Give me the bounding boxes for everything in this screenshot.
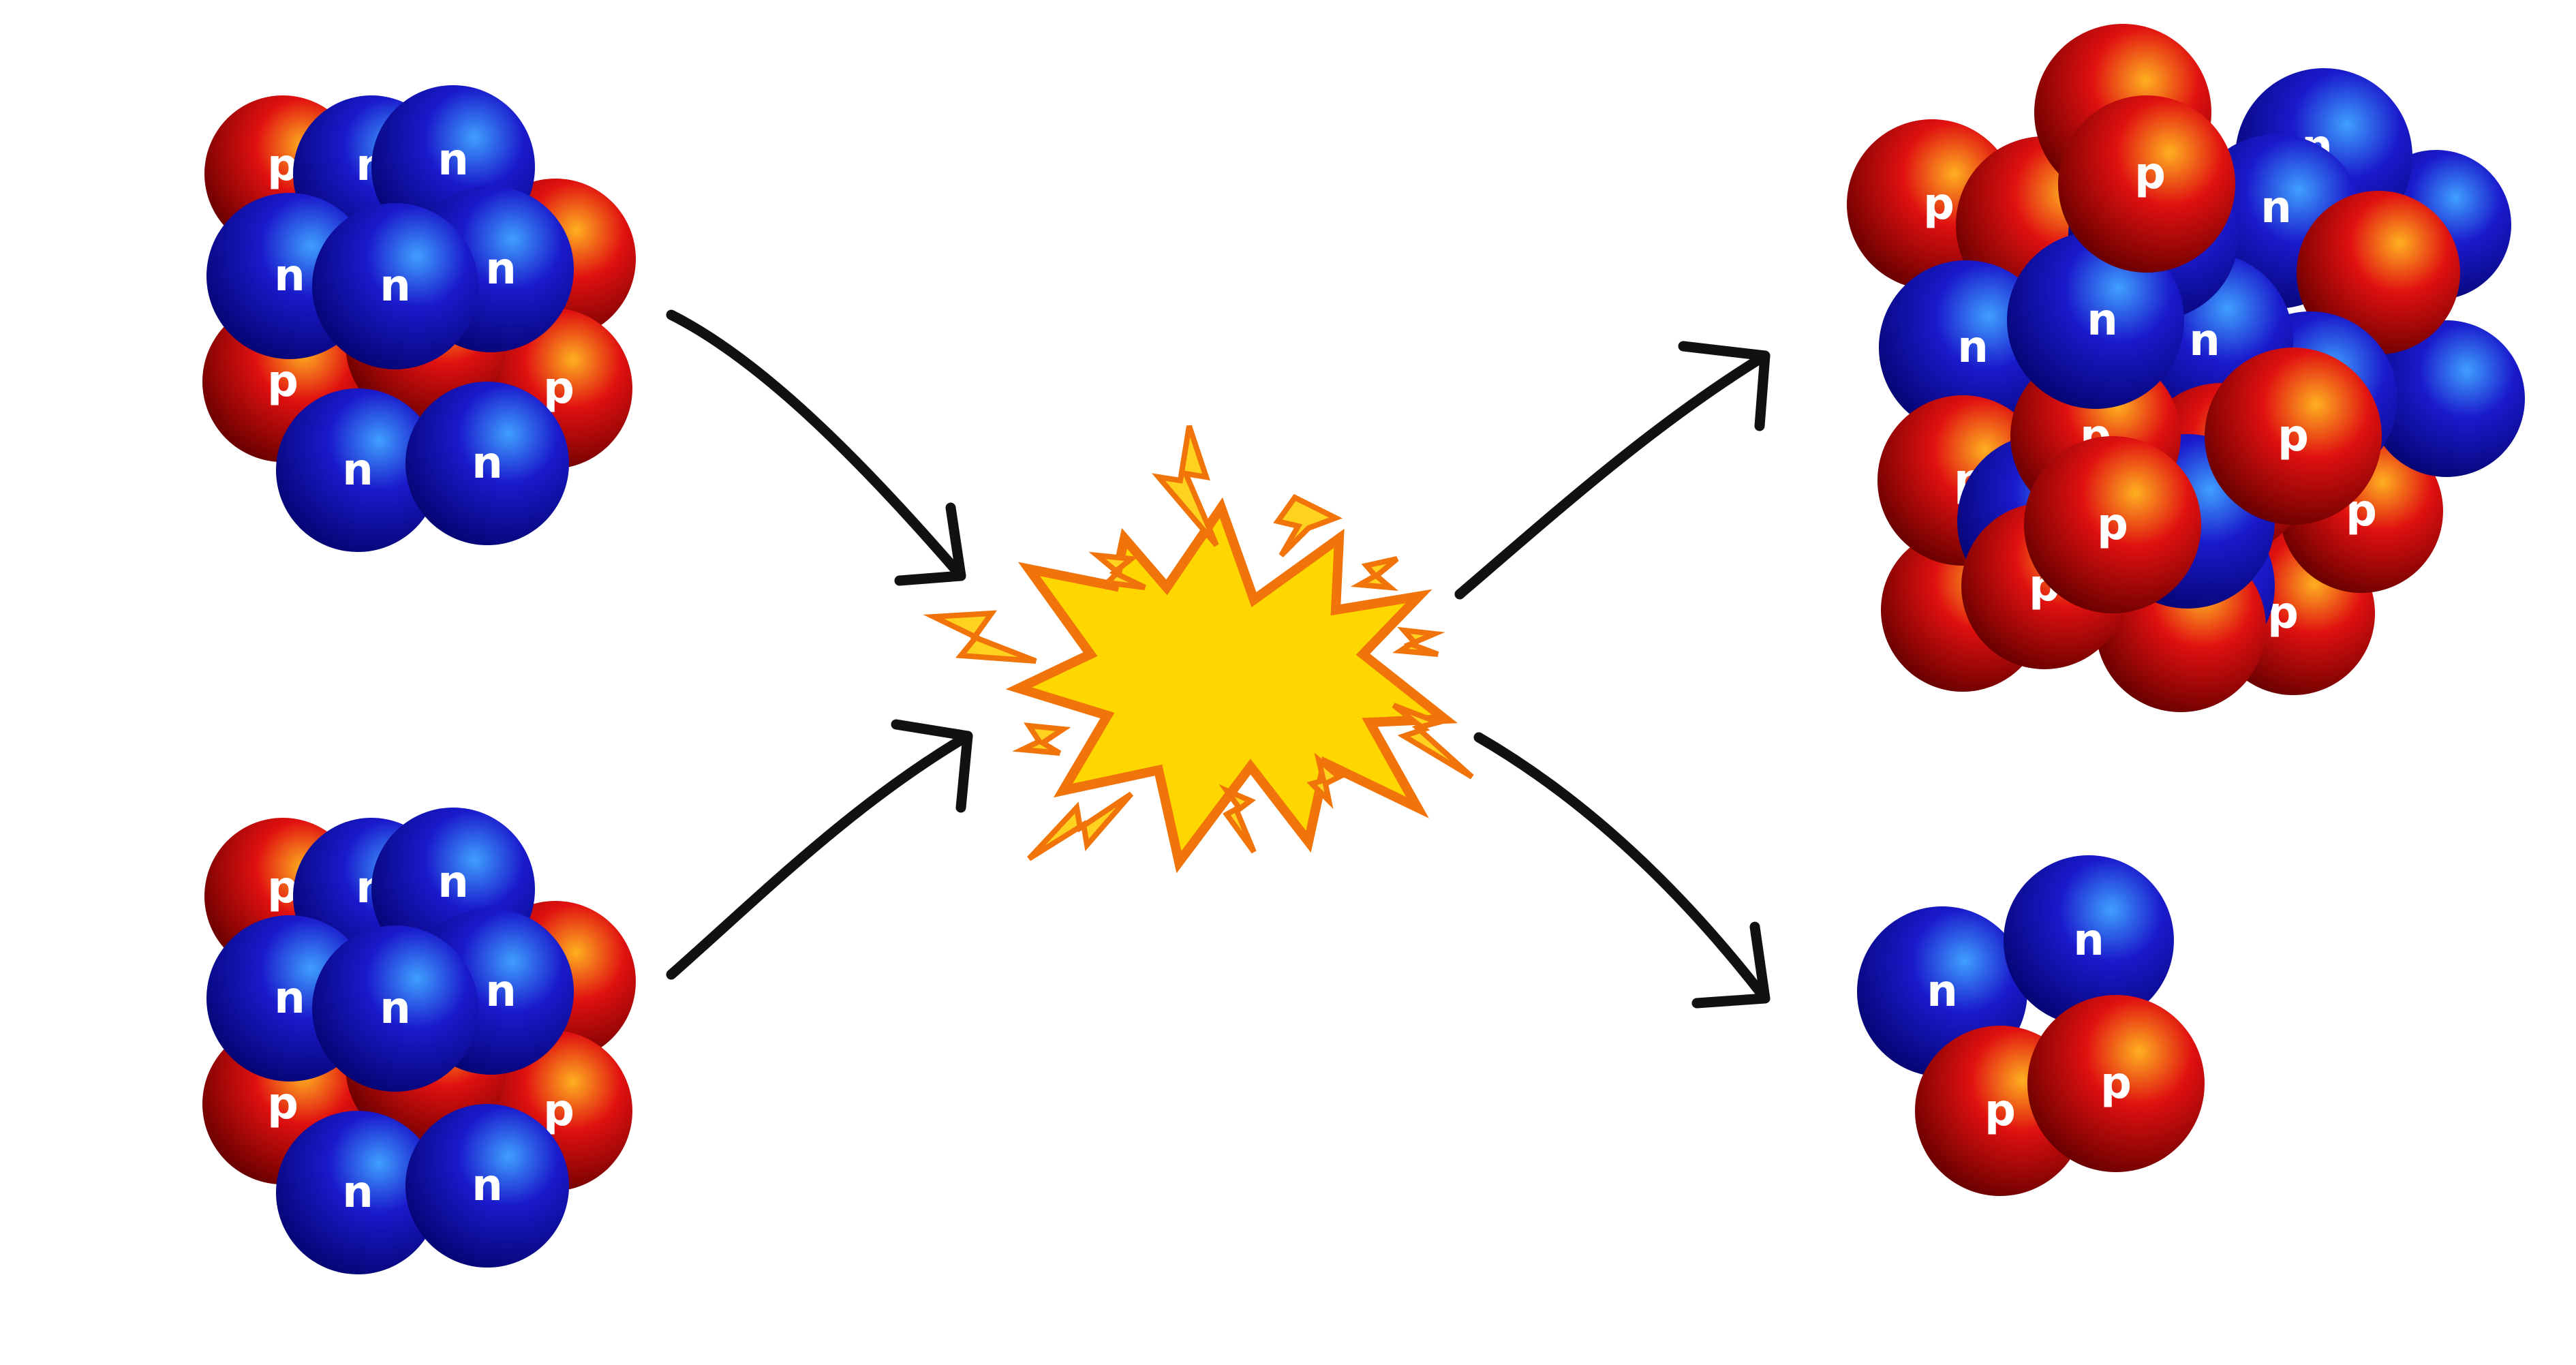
proton-label: p <box>2097 500 2128 550</box>
spark-bottom-left <box>1027 791 1134 861</box>
proton-label: p <box>2100 1058 2132 1109</box>
proton-label: p <box>543 1086 574 1136</box>
spark-left-small <box>1012 722 1071 756</box>
neutron-ball <box>312 203 478 369</box>
neutron-label: n <box>438 857 469 908</box>
neutron-label: n <box>1927 966 1958 1017</box>
neutron-label: n <box>2087 295 2118 346</box>
neutron-ball <box>405 382 569 545</box>
proton-ball <box>2027 995 2205 1172</box>
neutron-ball <box>2007 232 2184 409</box>
neutron-label: n <box>380 983 411 1034</box>
spark-lower-right <box>1392 703 1474 780</box>
proton-label: p <box>267 140 298 191</box>
spark-left <box>923 610 1037 664</box>
neutron-label: n <box>342 1167 373 1218</box>
proton-label: p <box>267 1079 298 1129</box>
neutron-label: n <box>1957 322 1989 373</box>
proton-label: p <box>267 356 298 407</box>
proton-ball <box>2297 191 2460 354</box>
neutron-label: n <box>485 966 517 1017</box>
neutron-label: n <box>2073 915 2104 966</box>
arrow-bottom-left-to-burst <box>666 719 973 980</box>
neutron-label: n <box>274 973 305 1024</box>
arrow-burst-to-large-nucleus <box>1454 341 1770 600</box>
neutron-label: n <box>342 445 373 495</box>
neutron-label: n <box>472 1161 503 1211</box>
proton-label: p <box>2134 149 2166 199</box>
arrows <box>666 309 1770 1009</box>
neutron-label: n <box>438 135 469 185</box>
neutron-ball <box>405 1104 569 1268</box>
proton-ball <box>2024 436 2201 613</box>
proton-label: p <box>2278 411 2309 461</box>
nucleus-large-right: pnppnpnnpnnnppnpnpp <box>1847 24 2525 712</box>
spark-bottom <box>1218 784 1257 854</box>
spark-bottom-right <box>1306 752 1345 810</box>
proton-label: p <box>1923 179 1954 230</box>
spark-group <box>923 425 1474 861</box>
collision-burst <box>923 425 1474 874</box>
arrow-top-left-to-burst <box>666 309 966 586</box>
spark-right-small <box>1350 556 1399 592</box>
neutron-label: n <box>2260 183 2292 233</box>
neutron-ball <box>276 1111 440 1274</box>
neutron-label: n <box>2189 316 2220 366</box>
neutron-label: n <box>380 261 411 311</box>
spark-top-left <box>1088 551 1146 590</box>
proton-ball <box>2058 95 2235 273</box>
burst-star <box>1005 497 1458 874</box>
spark-right-mid <box>1392 626 1445 657</box>
neutron-label: n <box>274 251 305 301</box>
neutron-ball <box>2368 320 2525 477</box>
proton-ball <box>2205 348 2382 525</box>
neutron-ball <box>2004 855 2174 1026</box>
neutron-ball <box>312 925 478 1092</box>
neutron-ball <box>276 388 440 552</box>
neutron-label: n <box>485 244 517 294</box>
proton-label: p <box>543 363 574 414</box>
neutron-label: n <box>472 438 503 489</box>
proton-label: p <box>267 863 298 913</box>
proton-label: p <box>1984 1086 2016 1136</box>
spark-top-right <box>1273 493 1343 557</box>
spark-top <box>1151 425 1219 547</box>
nucleus-small-right: n n p p <box>1857 855 2205 1196</box>
arrow-burst-to-small-nucleus <box>1473 732 1770 1009</box>
